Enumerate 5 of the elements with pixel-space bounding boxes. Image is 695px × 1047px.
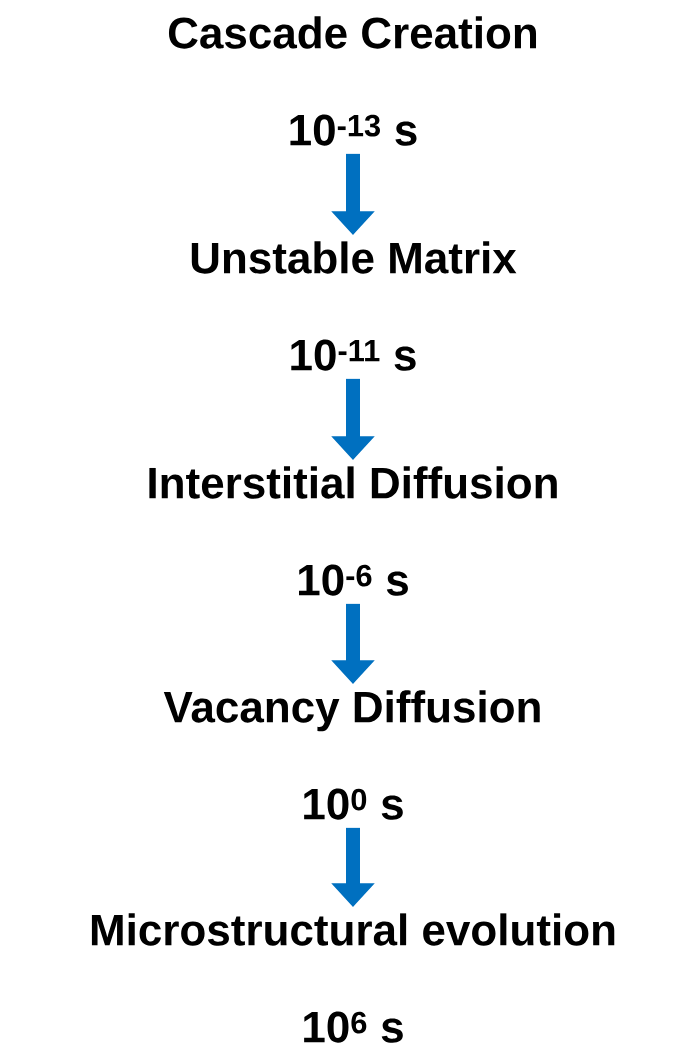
stage-label: Microstructural evolution 10$^{6}$ s bbox=[91, 913, 615, 1043]
stage-label: Unstable Matrix 10$^{-11}$ s bbox=[191, 241, 517, 371]
stage-label: Vacancy Diffusion 10$^{0}$ s bbox=[163, 690, 540, 820]
stage-label: Cascade Creation 10$^{-13}$ s bbox=[168, 16, 536, 146]
stage-label: Interstitial Diffusion 10$^{-6}$ s bbox=[149, 466, 557, 596]
